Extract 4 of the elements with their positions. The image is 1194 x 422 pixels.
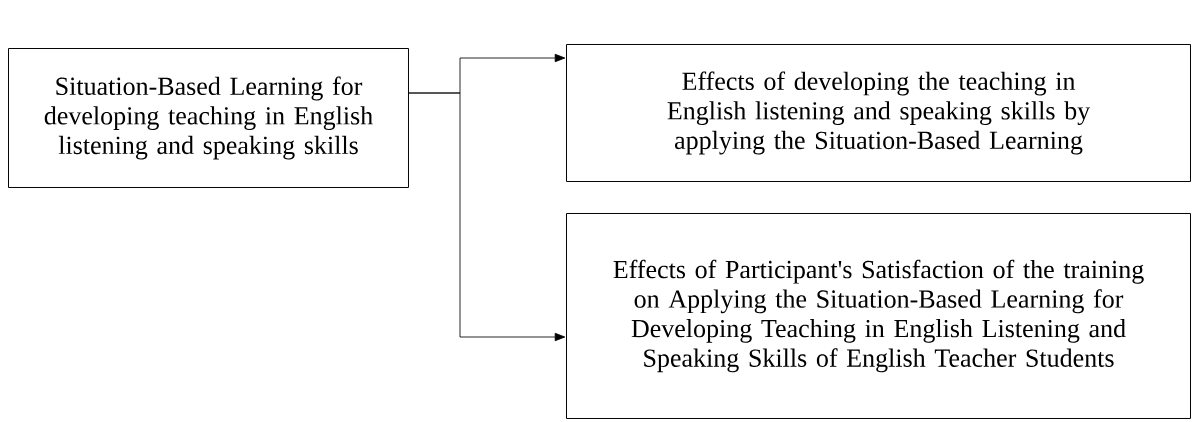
text-box: Situation-Based Learning for developing teaching in English listening and speaking skills	[8, 48, 409, 188]
arrow	[408, 92, 566, 342]
text-box: Effects of Participant's Satisfaction of the training on Applying the Situation-Based Learning for Developing Teaching in English Listening and Speaking Skills of English Teacher Students	[566, 213, 1191, 419]
text-box: Effects of developing the teaching in English listening and speaking skills by applying the Situation-Based Learning	[566, 44, 1191, 182]
